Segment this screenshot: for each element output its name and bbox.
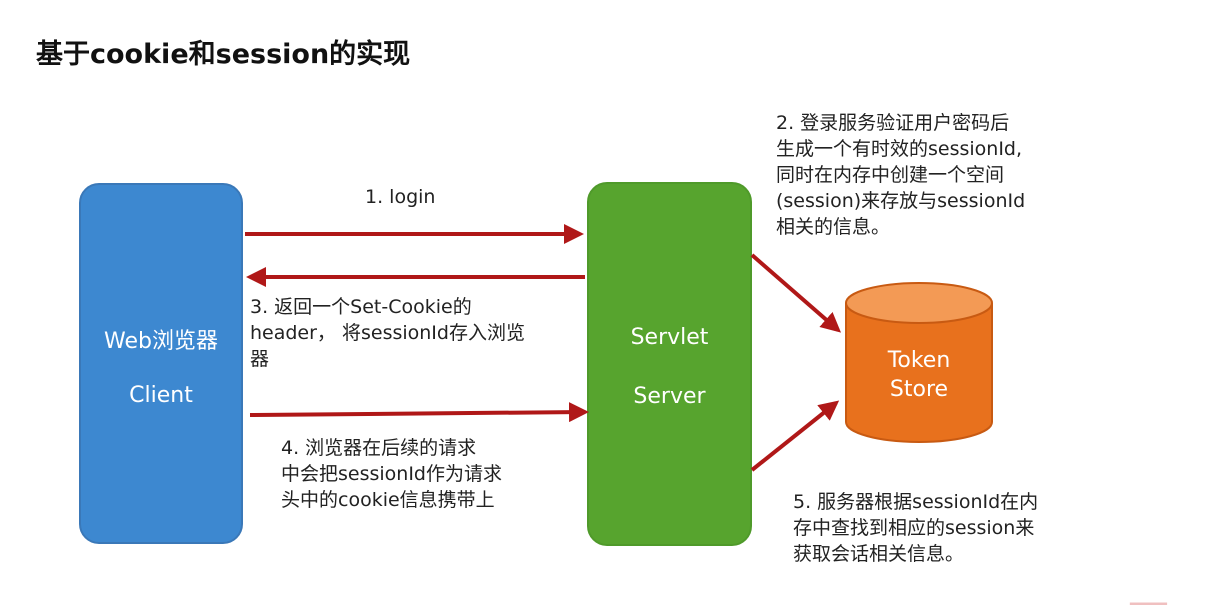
- step3-note: 3. 返回一个Set-Cookie的 header， 将sessionId存入浏…: [250, 296, 525, 370]
- store-sublabel: Store: [890, 377, 948, 402]
- page-title: 基于cookie和session的实现: [36, 39, 411, 70]
- lookup-session-arrow: [750, 400, 840, 472]
- step1-label: 1. login: [365, 186, 436, 208]
- step2-note: 2. 登录服务验证用户密码后 生成一个有时效的sessionId, 同时在内存中…: [776, 112, 1026, 238]
- server-box: Servlet Server: [587, 182, 752, 546]
- client-sublabel: Client: [129, 383, 193, 408]
- request-arrow: [249, 402, 589, 423]
- client-label: Web浏览器: [104, 329, 218, 354]
- client-box: Web浏览器 Client: [79, 183, 243, 544]
- server-sublabel: Server: [633, 384, 706, 409]
- create-session-arrow: [750, 253, 842, 333]
- token-store-cylinder: Token Store: [845, 282, 993, 443]
- step4-note: 4. 浏览器在后续的请求 中会把sessionId作为请求 头中的cookie信…: [281, 437, 502, 511]
- watermark-logo: ▁▁▁: [1130, 586, 1167, 605]
- step5-note: 5. 服务器根据sessionId在内 存中查找到相应的session来 获取会…: [793, 491, 1039, 565]
- server-label: Servlet: [630, 325, 709, 350]
- store-label: Token: [887, 348, 951, 373]
